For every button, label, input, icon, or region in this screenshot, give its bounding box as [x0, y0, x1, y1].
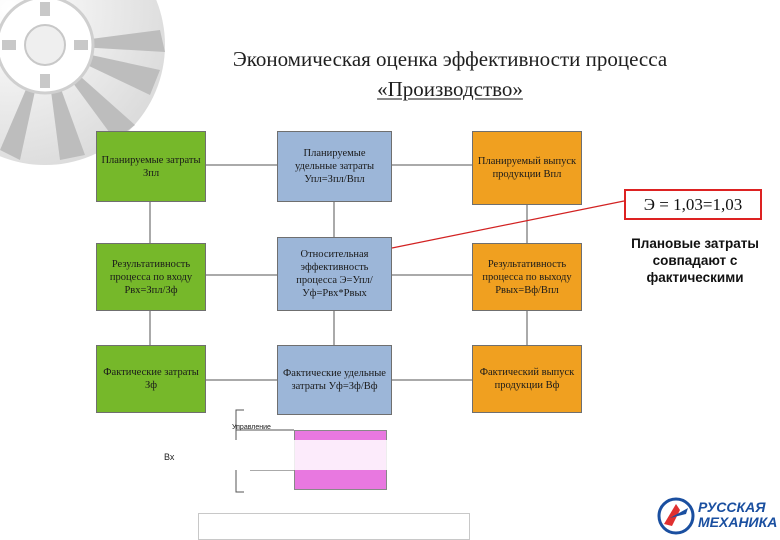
company-logo: РУССКАЯ МЕХАНИКА	[656, 494, 778, 538]
relative-efficiency-label: Относительная эффективность процесса Э=У…	[296, 249, 373, 299]
title-line-1: Экономическая оценка эффективности проце…	[232, 47, 668, 71]
output-effectiveness-label: Результативность процесса по выходу Рвых…	[482, 258, 572, 296]
white-overlay-strip-2	[182, 440, 482, 470]
planned-unit-costs-box: Планируемые удельные затраты Упл=Зпл/Впл	[277, 131, 392, 202]
planned-output-label: Планируемый выпуск продукции Впл	[477, 156, 577, 180]
actual-costs-box: Фактические затраты Зф	[96, 345, 206, 413]
input-effectiveness-box: Результативность процесса по входу Рвх=З…	[96, 243, 206, 311]
actual-unit-costs-label: Фактические удельные затраты Уф=Зф/Вф	[283, 368, 386, 392]
equation-value: Э = 1,03=1,03	[643, 194, 743, 214]
logo-line-1: РУССКАЯ	[698, 499, 766, 515]
planned-output-box: Планируемый выпуск продукции Впл	[472, 131, 582, 205]
planned-unit-costs-label: Планируемые удельные затраты Упл=Зпл/Впл	[294, 148, 375, 185]
conclusion-note: Плановые затраты совпадают с фактическим…	[631, 236, 759, 285]
turbine-graphic	[0, 0, 165, 165]
input-effectiveness-label: Результативность процесса по входу Рвх=З…	[109, 258, 193, 296]
output-effectiveness-box: Результативность процесса по выходу Рвых…	[472, 243, 582, 311]
page-title: Экономическая оценка эффективности проце…	[180, 44, 720, 104]
pointer-line	[391, 200, 625, 249]
title-line-2: «Производство»	[377, 77, 523, 101]
planned-costs-box: Планируемые затраты Зпл	[96, 131, 206, 202]
logo-emblem-icon	[657, 497, 695, 535]
equation-box: Э = 1,03=1,03	[624, 189, 762, 220]
planned-costs-label: Планируемые затраты Зпл	[101, 154, 201, 179]
actual-costs-label: Фактические затраты Зф	[103, 367, 199, 391]
bottom-panel	[198, 513, 470, 540]
input-label: Вх	[164, 452, 175, 462]
actual-output-label: Фактический выпуск продукции Вф	[479, 367, 575, 391]
actual-unit-costs-box: Фактические удельные затраты Уф=Зф/Вф	[277, 345, 392, 415]
logo-line-2: МЕХАНИКА	[698, 514, 778, 530]
management-label: Управление	[232, 424, 271, 431]
actual-output-box: Фактический выпуск продукции Вф	[472, 345, 582, 413]
relative-efficiency-box: Относительная эффективность процесса Э=У…	[277, 237, 392, 311]
